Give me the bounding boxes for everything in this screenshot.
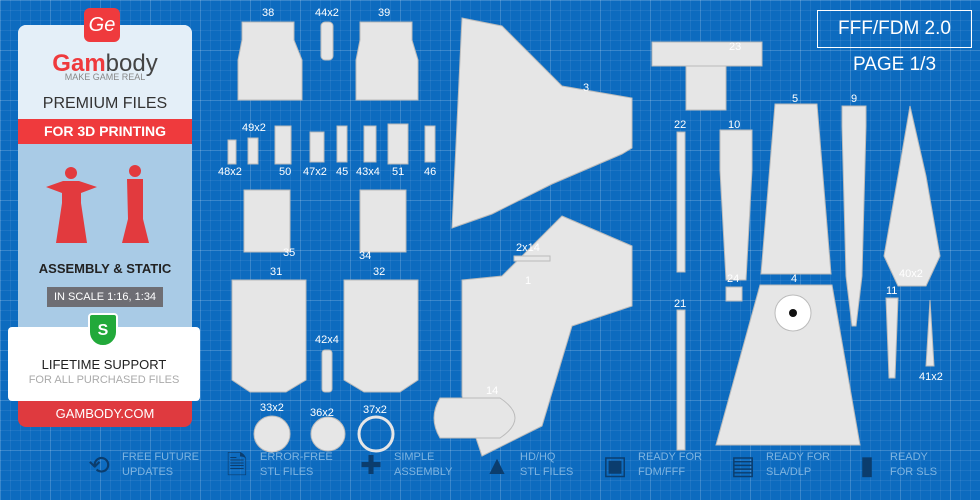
part-label: 37x2 [363, 404, 387, 416]
part-label: 33x2 [260, 402, 284, 414]
part-37 [357, 415, 395, 453]
part-33 [253, 415, 291, 453]
part-44 [320, 21, 334, 61]
part-label: 41x2 [919, 371, 943, 383]
figures-icon [46, 165, 149, 243]
part-22 [676, 131, 686, 273]
tagline: MAKE GAME REAL [64, 72, 146, 82]
bust-icon: ▲ [484, 450, 510, 480]
part-label: 51 [392, 166, 405, 178]
sls-printer-icon: ▮ [859, 450, 875, 480]
part-label: 23 [729, 41, 742, 53]
part-label: 36x2 [310, 407, 334, 419]
part-31 [231, 279, 307, 393]
part-24 [725, 286, 743, 302]
refresh-icon: ⟲ [88, 450, 110, 480]
part-label: 44x2 [315, 7, 339, 19]
part-10 [719, 129, 753, 281]
part-label: 45 [336, 166, 349, 178]
file-check-icon: 🗎 [226, 450, 248, 480]
part-label: 32 [373, 266, 386, 278]
part-label: 39 [378, 7, 391, 19]
part-9 [841, 105, 867, 327]
premium-files: PREMIUM FILES [42, 95, 168, 112]
part-label: 43x4 [356, 166, 380, 178]
part-label: 2x14 [516, 242, 540, 254]
part-23b [685, 65, 727, 111]
part-label: 38 [262, 7, 275, 19]
part-label: 11 [886, 285, 898, 297]
page-indicator: PAGE 1/3 [852, 54, 937, 75]
assembly-static: ASSEMBLY & STATIC [38, 261, 172, 276]
part-35 [243, 189, 291, 253]
part-label: 1 [525, 275, 532, 287]
format-badge: FFF/FDM 2.0 [817, 10, 972, 48]
part-label: 34 [359, 250, 372, 262]
sla-printer-icon: ▤ [730, 450, 756, 480]
fdm-printer-icon: ▣ [602, 450, 628, 480]
puzzle-icon: ✚ [360, 450, 382, 480]
part-label: 49x2 [242, 122, 266, 134]
brand-name: Gambody [52, 50, 158, 77]
support-box: LIFETIME SUPPORT FOR ALL PURCHASED FILES [8, 327, 200, 401]
part-label: 14 [486, 385, 499, 397]
part-label: 35 [283, 247, 296, 259]
support-subtitle: FOR ALL PURCHASED FILES [28, 374, 180, 386]
part-label: 9 [851, 93, 858, 105]
part-label: 5 [792, 93, 799, 105]
part-label: 40x2 [899, 268, 923, 280]
part-label: 47x2 [303, 166, 327, 178]
part-2 [513, 255, 551, 262]
part-41 [925, 299, 935, 367]
part-14 [433, 397, 516, 439]
gambody-logo: Ge [84, 8, 120, 42]
part-label: 24 [727, 273, 740, 285]
part-label: 10 [728, 119, 741, 131]
part-38 [237, 21, 303, 101]
part-11 [885, 297, 899, 379]
part-label: 42x4 [315, 334, 339, 346]
part-23 [651, 41, 763, 67]
part-39 [355, 21, 419, 101]
site-link[interactable]: GAMBODY.COM [18, 401, 192, 427]
part-5 [760, 103, 832, 275]
part-36 [310, 416, 346, 452]
part-21 [676, 309, 686, 451]
part-label: 31 [270, 266, 283, 278]
part-label: 46 [424, 166, 437, 178]
part-label: 4 [791, 273, 798, 285]
part-4 [715, 284, 861, 446]
part-32 [343, 279, 419, 393]
part-3 [451, 17, 633, 229]
part-34 [359, 189, 407, 253]
part-40 [883, 105, 941, 287]
shield-icon: S [88, 313, 118, 347]
part-label: 50 [279, 166, 292, 178]
part-label: 21 [674, 298, 687, 310]
part-42 [321, 349, 333, 393]
small-parts [227, 123, 436, 165]
part-label: 3 [583, 82, 590, 94]
part-label: 22 [674, 119, 687, 131]
for-3d-printing: FOR 3D PRINTING [18, 119, 192, 144]
support-title: LIFETIME SUPPORT [41, 357, 167, 372]
part-label: 48x2 [218, 166, 242, 178]
scale-badge: IN SCALE 1:16, 1:34 [47, 287, 163, 307]
